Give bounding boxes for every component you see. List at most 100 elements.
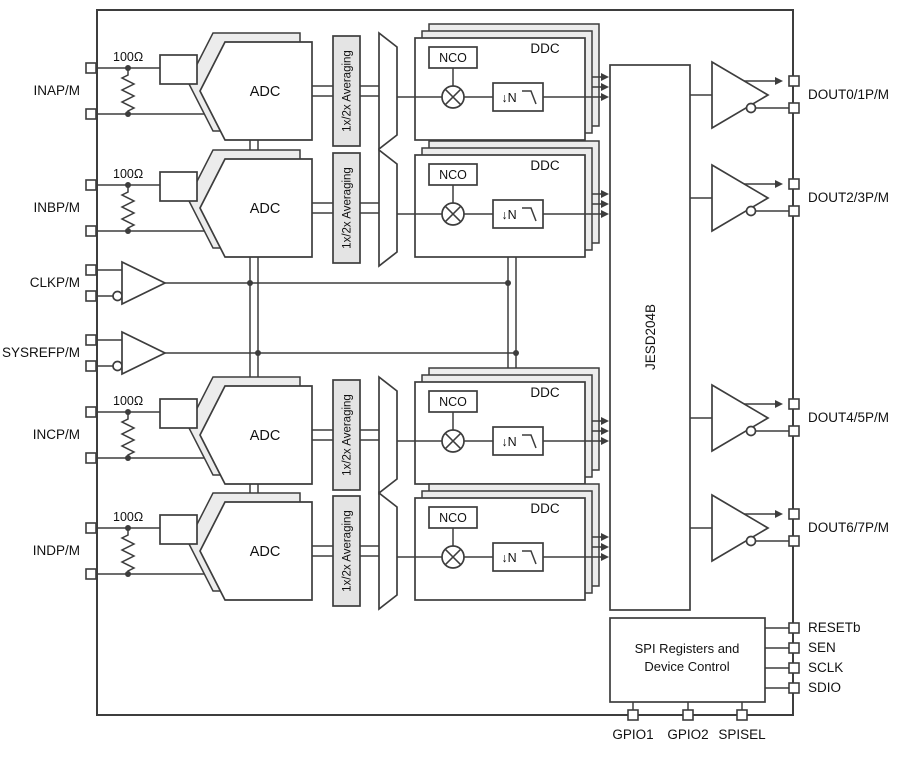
sdio-pin [788,682,800,694]
ddc-label: DDC [530,41,559,56]
arrowhead-icon [601,210,609,218]
output-driver-icon [711,493,770,563]
channel-b: 100Ω ADC 1x/2x Averaging DDC NCO ↓N INBP… [33,140,609,268]
adc-to-averaging-wire [312,545,333,557]
filter-curve-icon [522,434,537,449]
termination-resistor-icon [120,528,136,574]
averaging-to-mux-wire [360,429,379,441]
junction-dot [247,280,253,286]
inverter-bubble-icon [745,102,757,114]
termination-resistor-icon [120,185,136,231]
inverter-bubble-icon [745,535,757,547]
junction-dot [255,350,261,356]
clock-pin-m [85,290,97,302]
jesd204b-block: JESD204B [609,64,691,611]
junction-dot [125,182,131,188]
sen-pin [788,642,800,654]
output-buffer-3: DOUT6/7P/M [690,493,889,563]
averaging-block [332,379,361,491]
decimation-block [492,199,544,229]
termination-resistor-icon [120,68,136,114]
arrowhead-icon [775,180,783,188]
input-buffer-block [159,514,198,545]
resistor-value-label: 100Ω [113,167,143,181]
arrowhead-icon [601,73,609,81]
ddc-label: DDC [530,501,559,516]
output-pin-m [788,102,800,114]
output-pin-label: DOUT0/1P/M [808,87,889,102]
mux-trapezoid [378,375,398,495]
mixer-cross-icon [444,88,462,106]
adc-block [199,501,313,601]
spisel-pin [736,709,748,721]
adc-label: ADC [250,428,281,444]
junction-dot [125,228,131,234]
arrowhead-icon [775,510,783,518]
decimation-label: ↓N [501,91,516,105]
arrowhead-icon [601,190,609,198]
filter-curve-icon [522,550,537,565]
decimation-label: ↓N [501,208,516,222]
averaging-label: 1x/2x Averaging [342,394,354,476]
sysref-pin-label: SYSREFP/M [2,345,80,360]
averaging-label: 1x/2x Averaging [342,167,354,249]
junction-dot [513,350,519,356]
spi-block-label-line1: SPI Registers and [635,641,740,656]
spisel-pin-label: SPISEL [718,727,766,742]
input-pin-m [85,108,97,120]
output-pin-m [788,205,800,217]
arrowhead-icon [775,77,783,85]
arrowhead-icon [601,533,609,541]
resistor-value-label: 100Ω [113,510,143,524]
input-buffer-block [159,398,198,429]
junction-dot [125,409,131,415]
output-buffer-2: DOUT4/5P/M [690,383,889,453]
output-pin-p [788,398,800,410]
input-pin-m [85,452,97,464]
clock-pin-p [85,264,97,276]
jesd204b-rect [609,64,691,611]
output-pin-label: DOUT2/3P/M [808,190,889,205]
sen-pin-label: SEN [808,640,836,655]
spi-block-rect [609,617,766,703]
decimation-block [492,82,544,112]
adc-block [199,158,313,258]
averaging-block [332,495,361,607]
gpio2-pin [682,709,694,721]
sysref-pin-p [85,334,97,346]
input-pin-label: INAP/M [33,83,80,98]
input-pin-p [85,406,97,418]
output-pin-label: DOUT6/7P/M [808,520,889,535]
decimation-block [492,426,544,456]
filter-curve-icon [522,90,537,105]
jesd204b-label: JESD204B [643,304,658,370]
resistor-value-label: 100Ω [113,394,143,408]
decimation-label: ↓N [501,551,516,565]
output-driver-icon [711,163,770,233]
arrowhead-icon [601,437,609,445]
mux-trapezoid [378,31,398,151]
sysref-input: SYSREFP/M [2,330,519,376]
adc-to-averaging-wire [312,429,333,441]
averaging-label: 1x/2x Averaging [342,510,354,592]
mux-trapezoid [378,491,398,611]
sclk-pin [788,662,800,674]
output-pin-p [788,508,800,520]
filter-curve-icon [522,207,537,222]
input-pin-p [85,522,97,534]
channel-c: 100Ω ADC 1x/2x Averaging DDC NCO ↓N INCP… [33,367,609,495]
sysref-pin-m [85,360,97,372]
resetb-pin [788,622,800,634]
arrowhead-icon [601,417,609,425]
input-pin-label: INBP/M [33,200,80,215]
spi-control-block: SPI Registers and Device Control RESETb … [609,617,861,742]
averaging-block [332,152,361,264]
arrowhead-icon [601,553,609,561]
averaging-to-mux-wire [360,85,379,97]
input-pin-m [85,568,97,580]
arrowhead-icon [601,200,609,208]
output-pin-m [788,425,800,437]
input-buffer-block [159,171,198,202]
